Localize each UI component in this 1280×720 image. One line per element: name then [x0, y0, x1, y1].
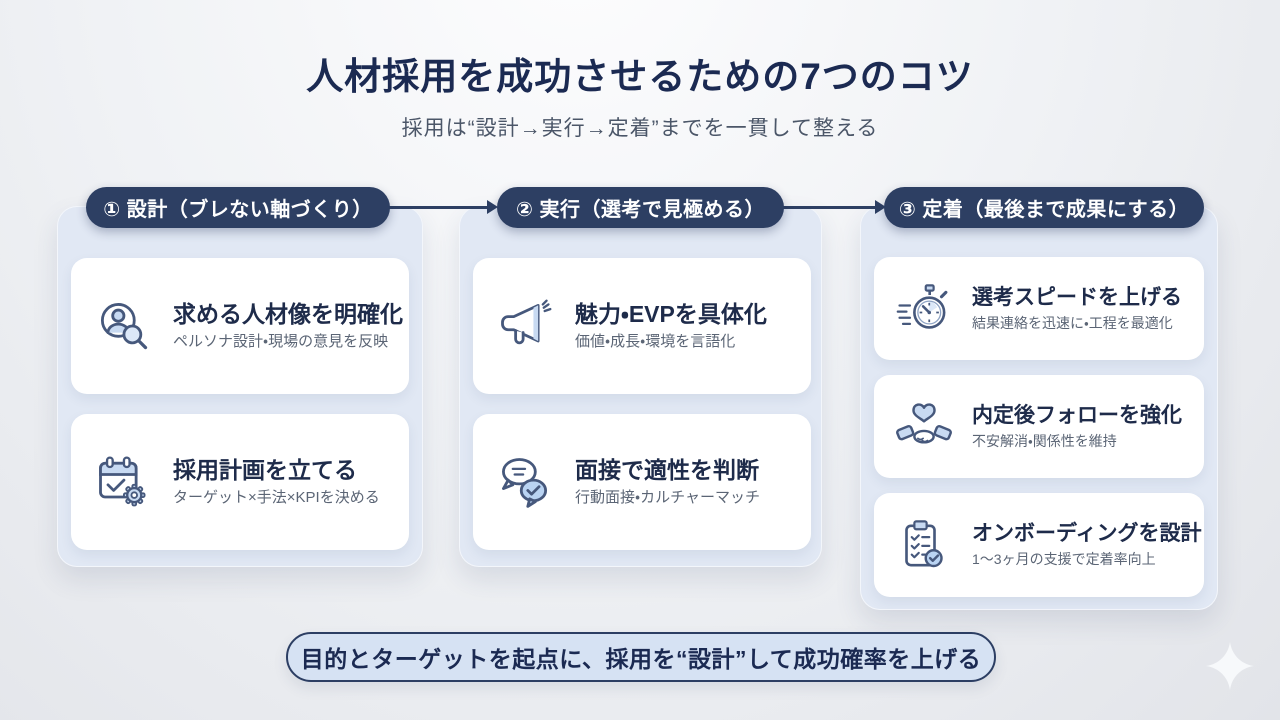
page-title: 人材採用を成功させるための7つのコツ	[306, 56, 974, 97]
card-interview: 面接で適性を判断 行動面接・カルチャーマッチ	[473, 414, 811, 550]
sparkle-icon	[1206, 642, 1254, 695]
stopwatch-icon	[896, 281, 952, 337]
step-pill-execute: ② 実行（選考で見極める）	[497, 187, 784, 228]
calendar-gear-icon	[93, 452, 153, 512]
card-description: 1〜3ヶ月の支援で定着率向上	[972, 551, 1156, 568]
card-plan: 採用計画を立てる ターゲット×手法×KPIを決める	[71, 414, 409, 550]
card-description: ペルソナ設計・現場の意見を反映	[173, 332, 389, 350]
card-description: 結果連絡を迅速に・工程を最適化	[972, 314, 1173, 331]
card-description: ターゲット×手法×KPIを決める	[173, 488, 380, 506]
card-heading: オンボーディングを設計	[972, 522, 1202, 546]
page-subtitle: 採用は“設計→実行→定着”までを一貫して整える	[401, 117, 879, 140]
flow-arrow-2	[782, 200, 886, 214]
clipboard-check-icon	[896, 517, 952, 573]
megaphone-icon	[495, 296, 555, 356]
person-search-icon	[93, 296, 153, 356]
step-pill-retain: ③ 定着（最後まで成果にする）	[884, 187, 1204, 228]
card-description: 行動面接・カルチャーマッチ	[575, 488, 760, 506]
handshake-heart-icon	[896, 399, 952, 455]
card-speed: 選考スピードを上げる 結果連絡を迅速に・工程を最適化	[874, 257, 1204, 360]
card-description: 価値・成長・環境を言語化	[575, 332, 736, 350]
step-pill-design: ① 設計（ブレない軸づくり）	[86, 187, 390, 228]
card-heading: 選考スピードを上げる	[972, 285, 1182, 309]
card-onboarding: オンボーディングを設計 1〜3ヶ月の支援で定着率向上	[874, 493, 1204, 597]
card-persona: 求める人材像を明確化 ペルソナ設計・現場の意見を反映	[71, 258, 409, 394]
card-heading: 魅力・EVPを具体化	[575, 301, 767, 328]
card-description: 不安解消・関係性を維持	[972, 432, 1117, 449]
card-heading: 求める人材像を明確化	[173, 301, 403, 328]
card-follow: 内定後フォローを強化 不安解消・関係性を維持	[874, 375, 1204, 478]
card-heading: 内定後フォローを強化	[972, 403, 1182, 427]
chat-check-icon	[495, 452, 555, 512]
footer-banner: 目的とターゲットを起点に、採用を“設計”して成功確率を上げる	[286, 632, 996, 682]
flow-arrow-1	[388, 200, 498, 214]
card-heading: 採用計画を立てる	[173, 457, 357, 484]
card-heading: 面接で適性を判断	[575, 457, 759, 484]
card-evp: 魅力・EVPを具体化 価値・成長・環境を言語化	[473, 258, 811, 394]
